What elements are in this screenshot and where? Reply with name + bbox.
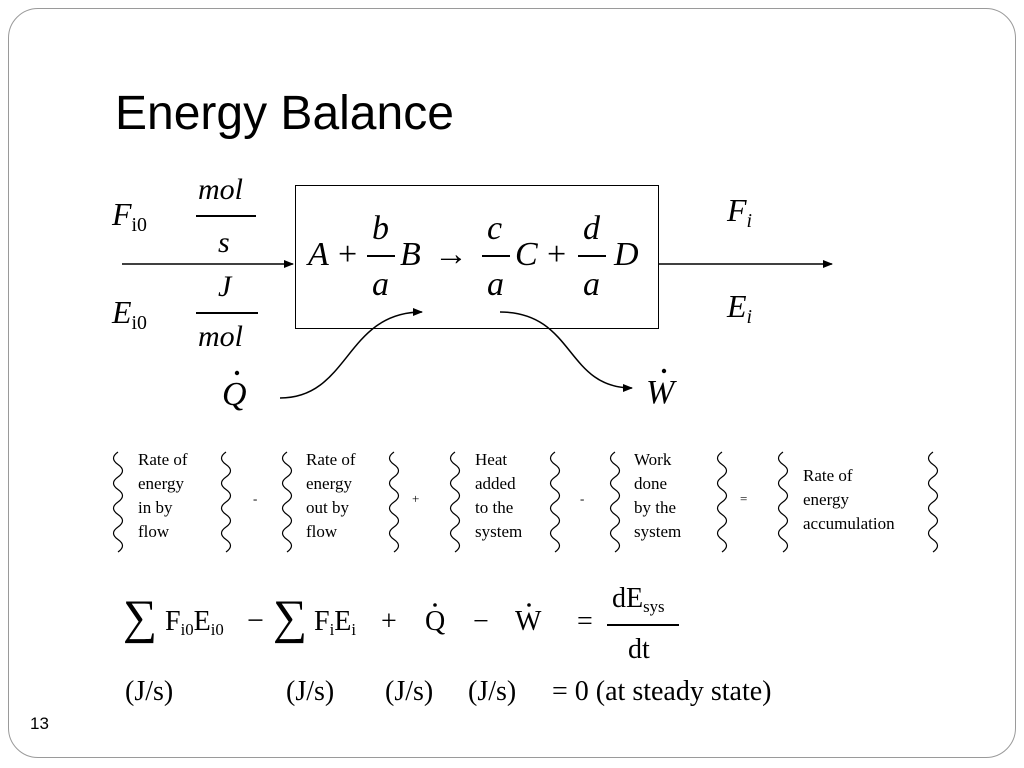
- inlet-flow-symbol: F: [112, 196, 132, 232]
- equation-dE-numerator: dEsys: [612, 583, 665, 617]
- inlet-energy-units-numerator: J: [218, 270, 232, 303]
- equation-minus-2: −: [473, 606, 489, 637]
- term-line: in by: [138, 498, 173, 517]
- eq-E1: E: [193, 606, 211, 637]
- outlet-flow-label: Fi: [727, 192, 752, 231]
- reaction-coeff-b: b: [372, 210, 389, 247]
- equation-heat: Q: [425, 606, 446, 637]
- outlet-energy-subscript: i: [746, 306, 753, 329]
- term-heat-added: Heat added to the system: [475, 448, 522, 544]
- summation-1: ∑: [123, 591, 158, 644]
- steady-state-note: = 0 (at steady state): [552, 676, 772, 707]
- reactor-box: [295, 185, 659, 329]
- eq-dE-sub: sys: [643, 597, 665, 617]
- inlet-flow-units-denominator: s: [218, 226, 230, 259]
- inlet-energy-symbol: E: [112, 294, 132, 330]
- heat-symbol: Q: [222, 376, 247, 413]
- eq-E1-sub: i0: [210, 620, 224, 640]
- slide-number: 13: [30, 714, 49, 733]
- term-line: accumulation: [803, 514, 895, 533]
- term-work-done: Work done by the system: [634, 448, 681, 544]
- term-line: Rate of: [138, 450, 188, 469]
- units-term-3: (J/s): [385, 676, 434, 707]
- eq-E2-sub: i: [351, 620, 357, 640]
- inlet-flow-units-numerator: mol: [198, 173, 243, 206]
- reaction-coeff-a3: a: [583, 266, 600, 303]
- term-line: flow: [306, 522, 338, 541]
- term-rate-in-by-flow: Rate of energy in by flow: [138, 448, 188, 544]
- inlet-flow-subscript: i0: [131, 214, 147, 237]
- term-line: Heat: [475, 450, 508, 469]
- term-line: by the: [634, 498, 677, 517]
- term-line: Rate of: [803, 466, 853, 485]
- reaction-coeff-a2: a: [487, 266, 504, 303]
- term-line: added: [475, 474, 516, 493]
- inlet-flow-label: Fi0: [112, 196, 147, 235]
- term-line: energy: [138, 474, 184, 493]
- reaction-coeff-a1: a: [372, 266, 389, 303]
- units-term-1: (J/s): [125, 676, 174, 707]
- reaction-frac-bar-1: [367, 255, 395, 257]
- equation-inflow-term: Fi0Ei0: [165, 606, 224, 640]
- term-rate-out-by-flow: Rate of energy out by flow: [306, 448, 356, 544]
- slide-title: Energy Balance: [115, 87, 454, 140]
- units-term-4: (J/s): [468, 676, 517, 707]
- term-line: Work: [634, 450, 672, 469]
- inlet-energy-subscript: i0: [131, 312, 147, 335]
- equation-equals: =: [577, 606, 593, 637]
- outlet-energy-label: Ei: [727, 288, 752, 327]
- term-line: Rate of: [306, 450, 356, 469]
- reaction-B: B: [400, 236, 421, 273]
- reaction-frac-bar-3: [578, 255, 606, 257]
- outlet-flow-symbol: F: [727, 192, 747, 228]
- reaction-arrow: →: [434, 236, 468, 273]
- eq-F1: F: [165, 606, 181, 637]
- reaction-coeff-c: c: [487, 210, 503, 247]
- units-term-2: (J/s): [286, 676, 335, 707]
- term-line: system: [475, 522, 523, 541]
- term-rate-accumulation: Rate of energy accumulation: [803, 464, 895, 536]
- inlet-flow-units-bar: [196, 215, 256, 217]
- reaction-plus-1: +: [338, 236, 358, 273]
- inlet-energy-units-bar: [196, 312, 258, 314]
- outlet-energy-symbol: E: [727, 288, 747, 324]
- work-symbol: W: [646, 374, 675, 411]
- eq-dE: dE: [612, 583, 644, 614]
- term-line: out by: [306, 498, 349, 517]
- operator-plus: +: [412, 491, 420, 506]
- eq-F1-sub: i0: [180, 620, 194, 640]
- outlet-flow-subscript: i: [746, 210, 753, 233]
- equation-outflow-term: FiEi: [314, 606, 357, 640]
- operator-minus-2: -: [580, 491, 585, 506]
- equation-plus: +: [381, 606, 397, 637]
- equation-frac-bar: [607, 624, 679, 626]
- equation-minus-1: −: [247, 604, 264, 637]
- term-line: energy: [803, 490, 849, 509]
- reaction-A: A: [308, 236, 329, 273]
- eq-F2: F: [314, 606, 330, 637]
- reaction-frac-bar-2: [482, 255, 510, 257]
- term-line: energy: [306, 474, 352, 493]
- term-line: to the: [475, 498, 514, 517]
- inlet-energy-units-denominator: mol: [198, 320, 243, 353]
- equation-dt-denominator: dt: [628, 634, 650, 665]
- equation-work: W: [515, 606, 542, 637]
- term-line: system: [634, 522, 682, 541]
- eq-F2-sub: i: [329, 620, 335, 640]
- reaction-coeff-d: d: [583, 210, 600, 247]
- term-line: flow: [138, 522, 170, 541]
- term-line: done: [634, 474, 668, 493]
- operator-minus-1: -: [253, 491, 258, 506]
- operator-equals: =: [740, 491, 748, 506]
- inlet-energy-label: Ei0: [112, 294, 147, 333]
- summation-2: ∑: [273, 591, 308, 644]
- reaction-C: C: [515, 236, 538, 273]
- reaction-plus-2: +: [547, 236, 567, 273]
- eq-E2: E: [334, 606, 352, 637]
- reaction-D: D: [614, 236, 639, 273]
